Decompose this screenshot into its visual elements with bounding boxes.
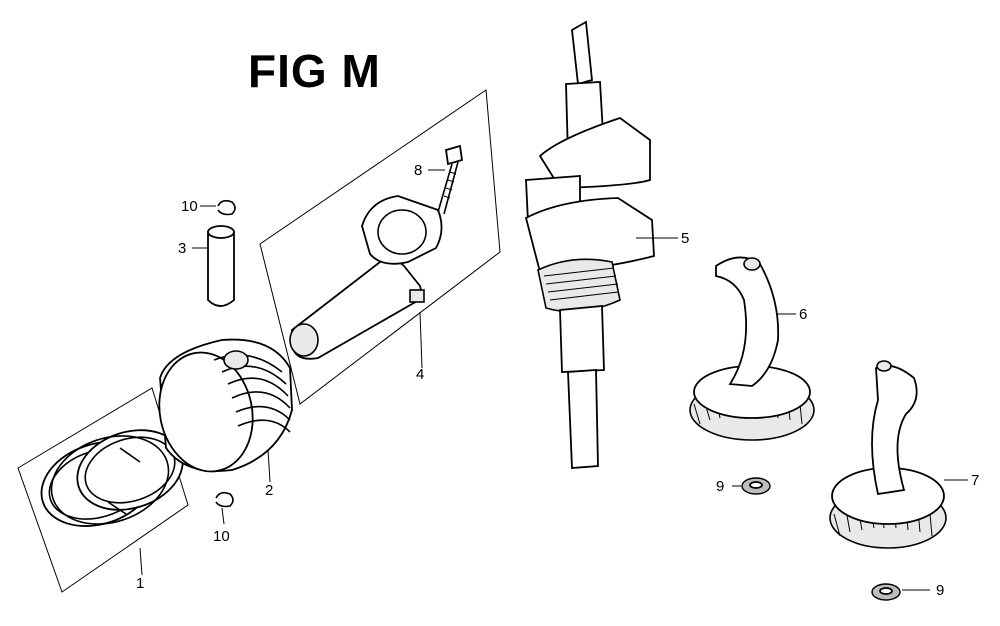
- callout-1-piston-rings: 1: [136, 575, 145, 592]
- camshaft-b-drawing: [829, 360, 968, 549]
- callout-10-clip-bottom: 10: [213, 528, 230, 545]
- camshaft-a-drawing: [689, 256, 815, 441]
- piston-rings-box: [17, 387, 189, 593]
- callout-5-crankshaft: 5: [681, 230, 690, 247]
- piston-drawing: [158, 338, 293, 483]
- clips-drawing: [200, 199, 236, 525]
- callout-3-piston-pin: 3: [178, 240, 187, 257]
- callout-9-washer: 9: [716, 478, 725, 495]
- connecting-rod-box: [259, 89, 501, 405]
- figure-title: FIG M: [248, 45, 381, 97]
- callout-9-washer-lower: 9: [936, 582, 945, 599]
- callout-7-camshaft: 7: [971, 472, 980, 489]
- crankshaft-drawing: [524, 20, 678, 469]
- connecting-rod-group: [259, 89, 501, 405]
- piston-rings-group: [17, 387, 189, 593]
- callout-6-camshaft: 6: [799, 306, 808, 323]
- callout-4-connecting-rod: 4: [416, 366, 425, 383]
- washers-drawing: [732, 477, 930, 601]
- piston-pin-drawing: [192, 225, 235, 307]
- callout-10-clip-top: 10: [181, 198, 198, 215]
- callout-8-rod-bolt: 8: [414, 162, 423, 179]
- callout-2-piston: 2: [265, 482, 274, 499]
